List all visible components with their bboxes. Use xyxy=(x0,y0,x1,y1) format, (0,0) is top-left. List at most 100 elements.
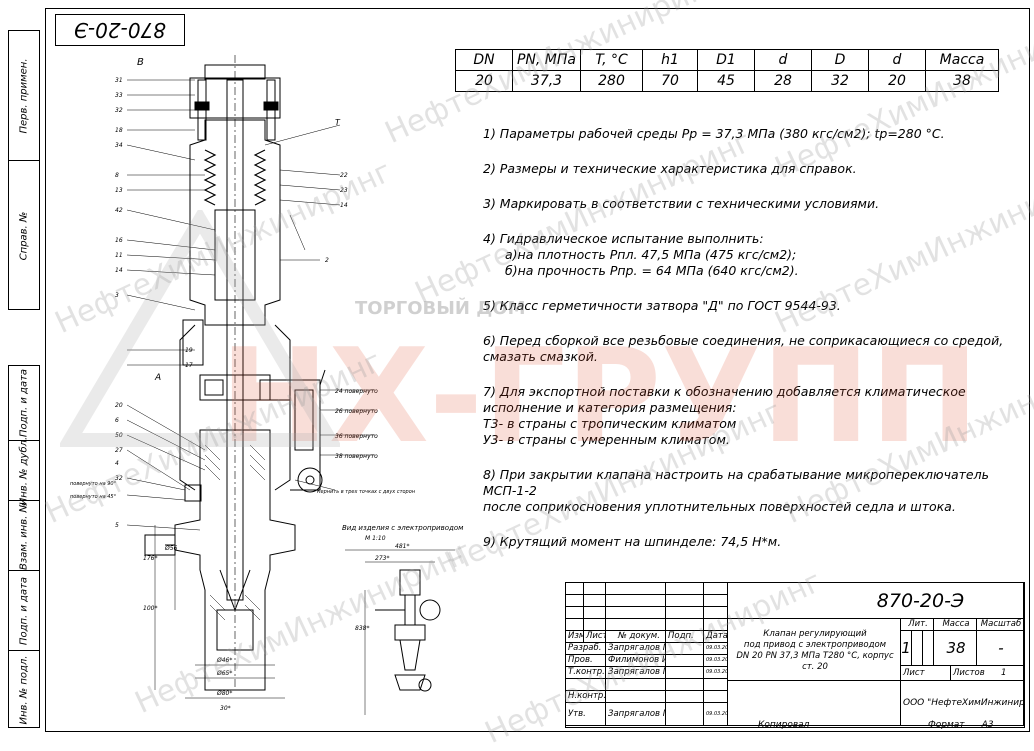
dim-label: 481* xyxy=(395,543,409,550)
sheet-frame xyxy=(45,8,1030,732)
tb-grid-cell xyxy=(566,619,584,631)
side-cell-dup-inv: Инв. № дубл. xyxy=(9,436,39,505)
note-line: 9) Крутящий момент на шпинделе: 74,5 Н*м… xyxy=(483,534,782,549)
params-value: 28 xyxy=(754,70,812,92)
tb-lit-value: 1 xyxy=(901,631,912,666)
tb-date: 09.03.2021 xyxy=(704,655,728,667)
params-table: DN PN, МПа T, °С h1 D1 d D d Масса 20 37… xyxy=(455,49,999,92)
note-line: 1) Параметры рабочей среды Рр = 37,3 МПа… xyxy=(483,126,945,141)
tb-scale-value: - xyxy=(977,631,1024,666)
tb-grid-cell xyxy=(606,583,666,595)
note-1: 1) Параметры рабочей среды Рр = 37,3 МПа… xyxy=(483,126,1023,142)
format-value: А3 xyxy=(981,720,994,730)
dim-label: 176* xyxy=(143,555,157,562)
tb-sign xyxy=(666,691,704,703)
note-5: 5) Класс герметичности затвора "Д" по ГО… xyxy=(483,298,1023,314)
side-column-top: Перв. примен. Справ. № xyxy=(8,30,40,310)
note-line: У3- в страны с умеренным климатом. xyxy=(483,432,730,447)
note-line: исполнение и категория размещения: xyxy=(483,400,737,415)
tb-grid-cell xyxy=(666,619,704,631)
note-8: 8) При закрытии клапана настроить на сра… xyxy=(483,467,1023,515)
tb-grid-cell xyxy=(666,607,704,619)
note-line: 8) При закрытии клапана настроить на сра… xyxy=(483,467,989,498)
tb-col-header: Изм. xyxy=(566,631,584,643)
tb-lit-empty xyxy=(923,631,934,666)
tb-company: ООО "НефтеХимИнжиниринг" xyxy=(901,681,1024,726)
part-label: 32 xyxy=(115,107,123,114)
note-line: 2) Размеры и технические характеристика … xyxy=(483,161,857,176)
title-block: Изм. Лист № докум. Подп. Дата Разраб. За… xyxy=(565,582,1025,728)
tb-grid-cell xyxy=(704,595,728,607)
dim-label: 30* xyxy=(220,705,231,712)
tb-name-line: DN 20 PN 37,3 МПа T280 °С, корпус ст. 20 xyxy=(736,651,894,672)
tb-grid-cell xyxy=(704,619,728,631)
tb-role: Утв. xyxy=(566,703,606,726)
part-label: 11 xyxy=(115,252,123,259)
callout: повернуто на 45° xyxy=(70,494,117,500)
tb-role xyxy=(566,679,606,691)
callout: 36 повернуто xyxy=(335,433,378,440)
note-6: 6) Перед сборкой все резьбовые соединени… xyxy=(483,333,1023,365)
tb-date: 09.03.2021 xyxy=(704,643,728,655)
tb-date: 09.03.2021 xyxy=(704,703,728,726)
callout: 24 повернуто xyxy=(335,388,378,395)
note-line: после соприкосновения уплотнительных пов… xyxy=(483,499,956,514)
callout: 26 повернуто xyxy=(335,408,378,415)
dim-label: 838* xyxy=(355,625,369,632)
side-cell-first-use: Перв. примен. xyxy=(9,31,39,161)
note-2: 2) Размеры и технические характеристика … xyxy=(483,161,1023,177)
tb-name-line: Клапан регулирующий xyxy=(763,629,867,639)
watermark-triangle-icon xyxy=(60,210,340,447)
params-value: 70 xyxy=(642,70,698,92)
note-line: 5) Класс герметичности затвора "Д" по ГО… xyxy=(483,298,841,313)
tb-grid-cell xyxy=(606,619,666,631)
part-label: 8 xyxy=(115,172,119,179)
part-label: 33 xyxy=(115,92,123,99)
tb-sign xyxy=(666,679,704,691)
params-header: Масса xyxy=(925,49,999,71)
params-value: 32 xyxy=(811,70,869,92)
tb-sign xyxy=(666,643,704,655)
dim-label: Ø80* xyxy=(216,690,232,697)
side-cell-sign-date-2: Подп. и дата xyxy=(9,571,39,651)
view-scale: М 1:10 xyxy=(365,535,386,542)
tb-name xyxy=(606,679,666,691)
side-cell-ref-no: Справ. № xyxy=(18,211,30,261)
part-label: Т xyxy=(335,118,341,127)
note-line: Т3- в страны с тропическим климатом xyxy=(483,416,737,431)
tb-col-header: Подп. xyxy=(666,631,704,643)
tb-grid-cell xyxy=(666,595,704,607)
tb-name: Филимонов И.Н. xyxy=(606,655,666,667)
params-header: h1 xyxy=(642,49,698,71)
tb-grid-cell xyxy=(584,595,606,607)
tb-grid-cell xyxy=(566,595,584,607)
tb-empty-cell xyxy=(728,681,901,726)
tb-lit-empty xyxy=(912,631,923,666)
format-label: Формат А3 xyxy=(928,720,994,730)
tb-grid-cell xyxy=(584,619,606,631)
part-label: 13 xyxy=(115,187,123,194)
tb-grid-cell xyxy=(606,595,666,607)
tb-sign xyxy=(666,703,704,726)
note-subline: б)на прочность Рпр. = 64 МПа (640 кгс/см… xyxy=(505,263,799,278)
params-value: 37,3 xyxy=(512,70,581,92)
tb-grid-cell xyxy=(584,607,606,619)
callout: повернуто на 90° xyxy=(70,481,117,487)
params-header: PN, МПа xyxy=(512,49,581,71)
tb-sign xyxy=(666,667,704,679)
tb-name xyxy=(606,691,666,703)
tb-mass-label: Масса xyxy=(934,619,977,631)
tb-col-header: Дата xyxy=(704,631,728,643)
part-label: 4 xyxy=(115,460,119,467)
mirrored-code-box: 870-20-Э xyxy=(55,14,185,46)
callout: 38 повернуто xyxy=(335,453,378,460)
part-label: 3 xyxy=(115,292,119,299)
note-line: 6) Перед сборкой все резьбовые соединени… xyxy=(483,333,1004,348)
tb-date: 09.03.2021 xyxy=(704,667,728,679)
params-header-row: DN PN, МПа T, °С h1 D1 d D d Масса xyxy=(455,49,999,71)
note-line: 3) Маркировать в соответствии с техничес… xyxy=(483,196,880,211)
side-cell-replace-inv: Взам. инв. № xyxy=(9,501,39,571)
tb-col-header: Лист xyxy=(584,631,606,643)
note-3: 3) Маркировать в соответствии с техничес… xyxy=(483,196,1023,212)
note-7: 7) Для экспортной поставки к обозначению… xyxy=(483,384,1023,448)
